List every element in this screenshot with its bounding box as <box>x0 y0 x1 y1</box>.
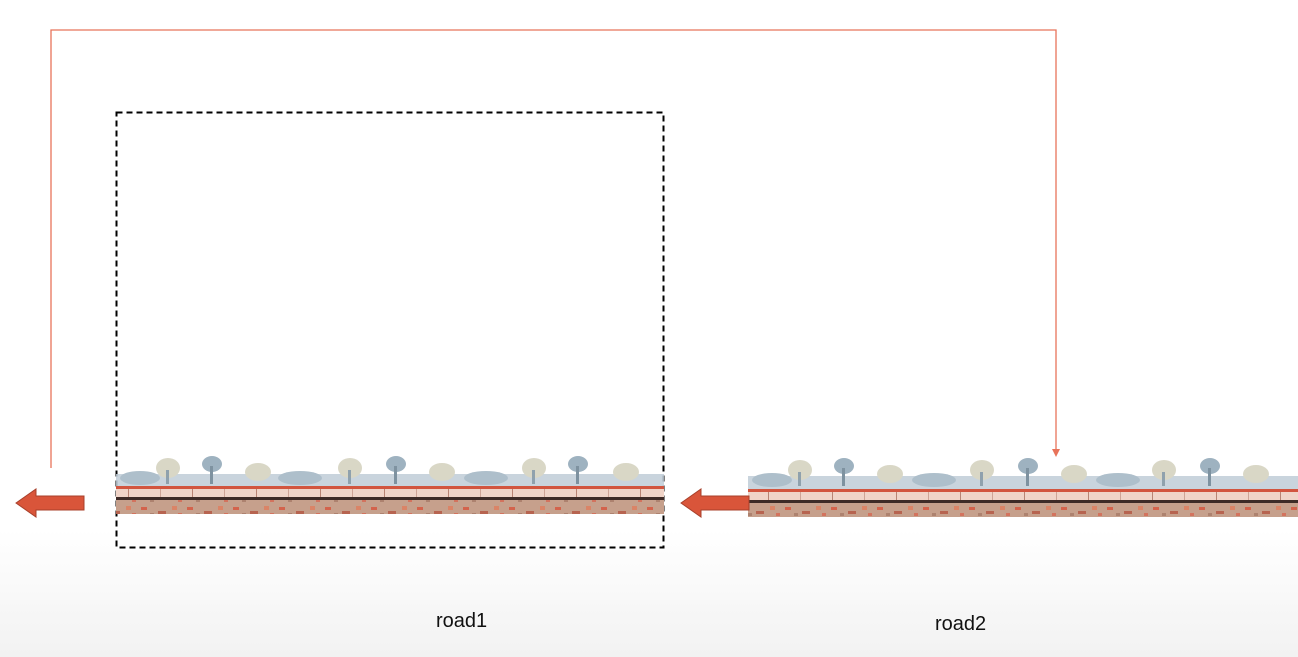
road2-rail <box>748 492 1298 500</box>
road1-rail-top <box>116 486 664 489</box>
arrow-left-icon <box>16 489 84 517</box>
road1-rail-bottom <box>116 497 664 500</box>
road2-foliage <box>748 458 1298 490</box>
arrow-left-icon <box>681 489 749 517</box>
road2-ground <box>748 503 1298 517</box>
road2-rail-top <box>748 489 1298 492</box>
loop-line <box>51 30 1056 468</box>
road1-ground <box>116 500 664 514</box>
loop-line-arrowhead <box>1052 449 1060 457</box>
road1-rail <box>116 489 664 497</box>
road2-rail-bottom <box>748 500 1298 503</box>
road2-strip <box>748 458 1298 517</box>
road1-strip <box>116 456 664 514</box>
road1-label: road1 <box>436 611 487 631</box>
road2-label: road2 <box>935 614 986 634</box>
road1-foliage <box>116 456 664 488</box>
